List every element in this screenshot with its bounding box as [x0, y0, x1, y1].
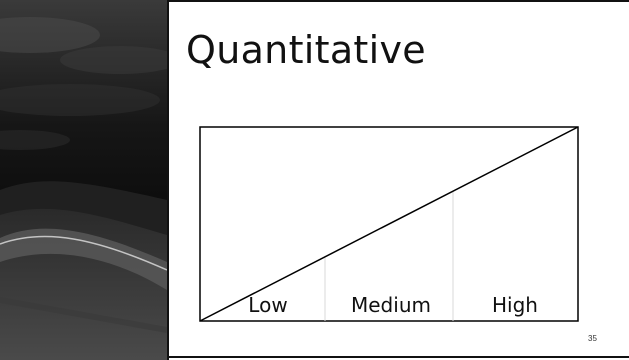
bottom-rule: [167, 356, 629, 358]
top-rule: [167, 0, 629, 2]
quantitative-diagram: Low Medium High: [195, 122, 585, 332]
label-high: High: [492, 293, 538, 317]
slide-title: Quantitative: [186, 28, 426, 72]
label-low: Low: [248, 293, 287, 317]
page-number: 35: [588, 334, 597, 343]
label-medium: Medium: [351, 293, 431, 317]
road-photo: [0, 0, 167, 360]
diagonal-line: [200, 127, 578, 321]
left-edge-rule: [167, 0, 169, 360]
